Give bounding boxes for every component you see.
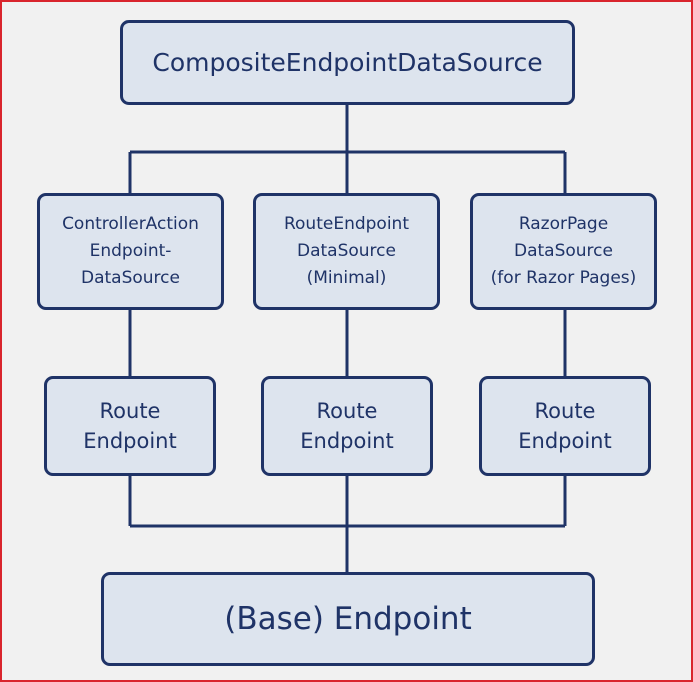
route-endpoint-node-2: Route Endpoint [261, 376, 433, 476]
route-1-line-2: Endpoint [83, 429, 177, 453]
base-endpoint-node: (Base) Endpoint [101, 572, 595, 666]
composite-endpoint-datasource-node: CompositeEndpointDataSource [120, 20, 575, 105]
source-1-line-1: ControllerAction [62, 214, 199, 234]
route-endpoint-node-3: Route Endpoint [479, 376, 651, 476]
composite-endpoint-datasource-label: CompositeEndpointDataSource [152, 48, 543, 77]
source-1-line-2: Endpoint- [89, 241, 172, 261]
source-3-line-1: RazorPage [518, 214, 609, 234]
route-2-line-1: Route [316, 399, 378, 423]
base-endpoint-label: (Base) Endpoint [224, 601, 472, 637]
source-2-line-3: (Minimal) [306, 268, 387, 288]
source-3-line-2: DataSource [514, 241, 613, 261]
controller-action-datasource-node: ControllerAction Endpoint- DataSource [37, 193, 224, 310]
source-2-line-2: DataSource [297, 241, 396, 261]
source-3-line-3: (for Razor Pages) [490, 268, 637, 288]
route-3-line-2: Endpoint [518, 429, 612, 453]
route-endpoint-datasource-node: RouteEndpoint DataSource (Minimal) [253, 193, 440, 310]
route-3-line-1: Route [534, 399, 596, 423]
razor-page-datasource-node: RazorPage DataSource (for Razor Pages) [470, 193, 657, 310]
route-2-line-2: Endpoint [300, 429, 394, 453]
route-1-line-1: Route [99, 399, 161, 423]
source-1-line-3: DataSource [81, 268, 180, 288]
route-endpoint-node-1: Route Endpoint [44, 376, 216, 476]
source-2-line-1: RouteEndpoint [283, 214, 409, 234]
